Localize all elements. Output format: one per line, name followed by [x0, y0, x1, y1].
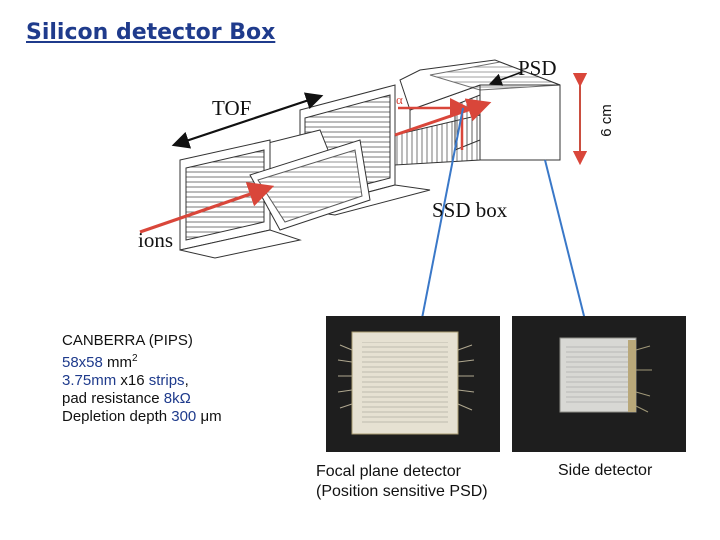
- spec-depletion: Depletion depth 300 μm: [62, 408, 222, 425]
- psd-label: PSD: [518, 56, 557, 80]
- spec-manufacturer: CANBERRA (PIPS): [62, 332, 193, 349]
- ion-beam-arrow: [139, 182, 275, 234]
- focal-plane-caption: Focal plane detector (Position sensitive…: [316, 463, 488, 500]
- page-title: Silicon detector Box: [26, 20, 276, 45]
- height-dimension-label: 6 cm: [597, 104, 615, 137]
- tof-label: TOF: [212, 96, 252, 120]
- alpha-label: α: [396, 92, 403, 107]
- side-detector-photo: [512, 316, 686, 452]
- tof-frames: [179, 84, 431, 259]
- focal-plane-detector-photo: [326, 316, 500, 452]
- ssd-box-label: SSD box: [432, 198, 508, 222]
- tof-length-arrow: [171, 92, 324, 149]
- detector-specs: CANBERRA (PIPS) 58x58 mm2 3.75mm x16 str…: [62, 332, 222, 426]
- psd-pointer-arrow: [488, 71, 523, 86]
- spec-strips: 3.75mm x16 strips,: [62, 372, 189, 389]
- spec-area: 58x58 mm2: [62, 353, 138, 371]
- side-detector-caption: Side detector: [558, 462, 653, 479]
- ions-label: ions: [138, 228, 174, 252]
- spec-resistance: pad resistance 8kΩ: [62, 390, 191, 407]
